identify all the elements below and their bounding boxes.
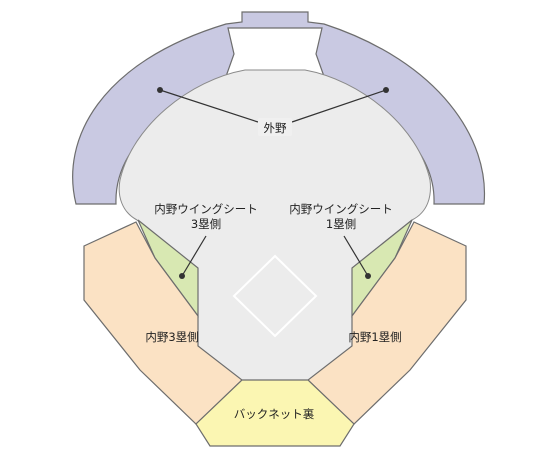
infield-3b-label: 内野3塁側	[145, 330, 198, 344]
section-infield-1b[interactable]	[307, 221, 467, 425]
wing-3b-leader	[181, 235, 207, 277]
outfield-leader-left	[159, 89, 259, 123]
infield-1b-label: 内野1塁側	[348, 330, 401, 344]
wing-3b-marker	[179, 273, 185, 279]
outfield-marker-left	[157, 87, 163, 93]
wing-3b-label-line2: 3塁側	[191, 217, 221, 231]
outfield-leader-right	[291, 89, 387, 123]
infield-diamond	[232, 254, 318, 338]
outfield-label-bg	[258, 118, 292, 136]
outfield-label: 外野	[264, 121, 287, 135]
wing-1b-label-line1: 内野ウイングシート	[289, 202, 393, 216]
wing-1b-marker	[365, 273, 371, 279]
wing-3b-label-line1: 内野ウイングシート	[154, 202, 258, 216]
wing-1b-label-line2: 1塁側	[326, 217, 356, 231]
wing-1b-leader	[343, 235, 369, 277]
section-infield-3b[interactable]	[83, 221, 243, 425]
outfield-marker-right	[383, 87, 389, 93]
backstop-label: バックネット裏	[234, 407, 315, 421]
section-backstop[interactable]	[195, 379, 355, 447]
